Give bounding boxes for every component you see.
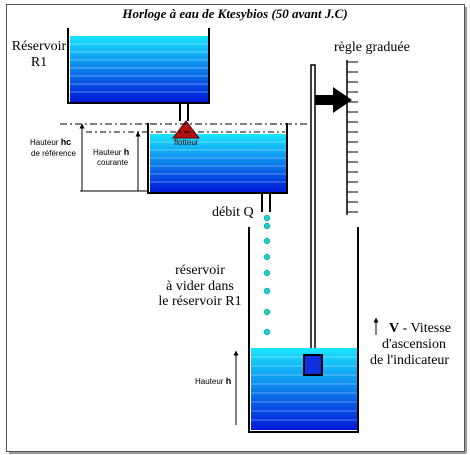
velocity-symbol: V: [389, 321, 400, 336]
bottom-tank-outline: [248, 227, 359, 433]
middle-tank-water: [150, 134, 286, 192]
height-h-prefix: Hauteur: [195, 377, 226, 386]
height-hc-label-line1: Hauteur hc: [30, 137, 72, 148]
reservoir-vider-label-line2: à vider dans: [166, 279, 234, 294]
float-label: flotteur: [174, 138, 199, 147]
height-h-current-prefix: Hauteur: [93, 148, 124, 157]
reservoir-vider-label-line1: réservoir: [175, 263, 225, 278]
diagram-title: Horloge à eau de Ktesybios (50 avant J.C…: [122, 6, 348, 21]
ruler-ticks: [347, 61, 358, 213]
reservoir-vider-label-line3: le réservoir R1: [158, 294, 242, 309]
velocity-label-line3: de l'indicateur: [370, 353, 450, 368]
middle-tank-outline: [147, 123, 288, 194]
reservoir-r1-water: [70, 36, 208, 102]
reservoir-r1-outline: [67, 28, 210, 104]
height-hc-symbol: hc: [60, 137, 72, 147]
velocity-text: - Vitesse: [399, 321, 451, 336]
regle-graduee-label: règle graduée: [334, 40, 410, 55]
height-h-current-label-line2: courante: [97, 158, 129, 167]
height-h-current-symbol: h: [123, 147, 130, 157]
height-hc-prefix: Hauteur: [30, 138, 61, 147]
height-hc-label-line2: de référence: [31, 149, 76, 158]
debit-label: débit Q: [212, 205, 254, 220]
velocity-label-line1: V - Vitesse: [389, 321, 451, 337]
indicator-pointer-arrow: [315, 87, 352, 113]
velocity-label-line2: d'ascension: [382, 337, 446, 352]
reservoir-r1-label-line2: R1: [30, 55, 48, 70]
connecting-pipe: [179, 103, 189, 121]
reservoir-r1-label-line1: Réservoir: [11, 39, 67, 54]
height-h-symbol: h: [225, 376, 232, 386]
height-h-label: Hauteur h: [195, 376, 232, 387]
outlet-pipe: [261, 193, 271, 212]
water-drops: [263, 214, 271, 336]
indicator-float: [303, 354, 323, 376]
diagram-frame: [6, 4, 465, 452]
height-h-current-label-line1: Hauteur h: [93, 147, 130, 158]
indicator-rod: [310, 64, 316, 358]
float-triangle: [171, 120, 201, 139]
